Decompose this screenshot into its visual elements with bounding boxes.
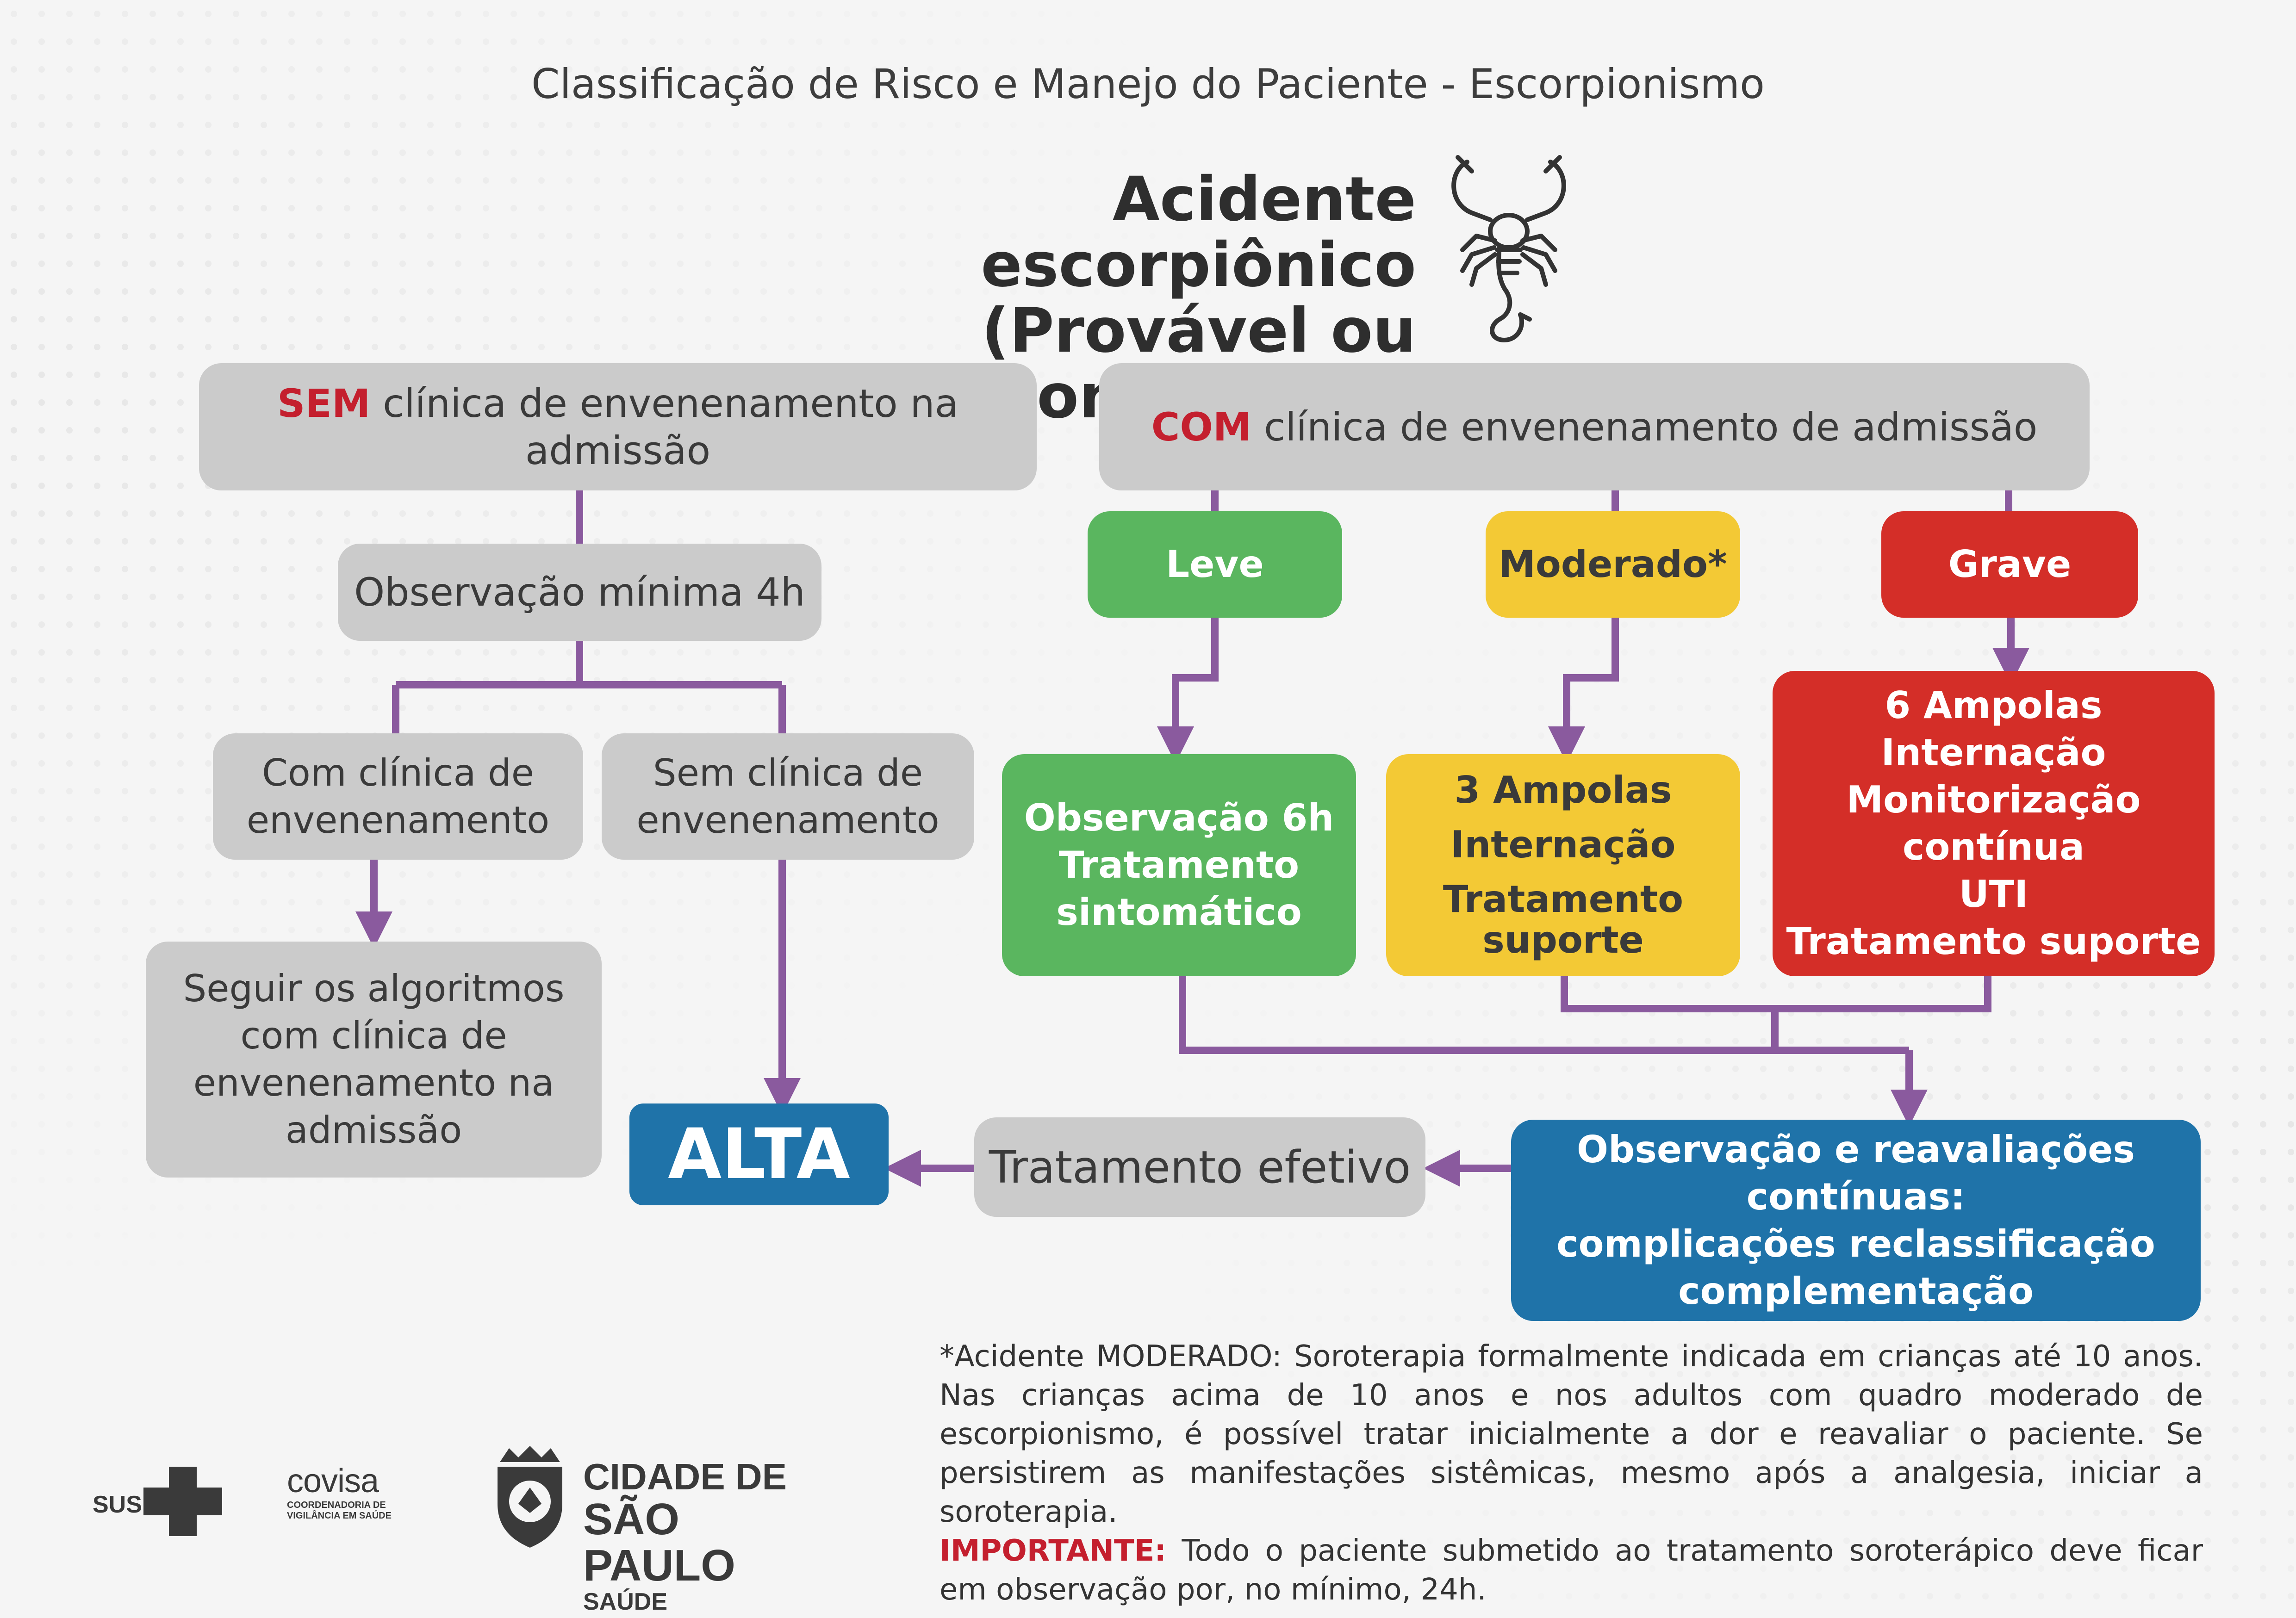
covisa-sub1: COORDENADORIA DE [287,1500,386,1510]
connector-com-to-levels [1211,490,2012,511]
com-keyword: COM [1151,404,1252,450]
arrow-moderado-to-action [1548,618,1619,763]
moderado-action-line4: suporte [1482,918,1644,961]
moderado-action-line3: Tratamento [1443,878,1684,921]
grave-action-line4: UTI [1959,873,2028,916]
leve-action-line1: Observação 6h [1024,796,1334,839]
leve-action-line2: Tratamento [1058,843,1300,886]
effective-treatment-box: Tratamento efetivo [974,1117,1425,1217]
grave-action-line3: Monitorização contínua [1846,778,2141,868]
observation-continuous-line2: complicações reclassificação [1556,1222,2155,1265]
follow-algorithms-box: Seguir os algoritmos com clínica de enve… [146,942,602,1178]
sem-text: clínica de envenenamento na admissão [370,380,959,473]
sem-clinica-box: SEM clínica de envenenamento na admissão [199,363,1037,490]
city-line3: SAÚDE [583,1588,668,1615]
cidade-sao-paulo-logo: CIDADE DE SÃO PAULO SAÚDE [583,1456,842,1615]
grave-action-line1: 6 Ampolas [1885,684,2103,727]
follow-algorithms-line1: Seguir os algoritmos [183,967,565,1010]
leve-action-line3: sintomático [1056,891,1302,934]
sus-logo: SUS [93,1467,227,1536]
page-header: Classificação de Risco e Manejo do Pacie… [531,60,1765,108]
moderado-action-box: 3 Ampolas Internação Tratamento suporte [1386,754,1740,976]
covisa-logo: covisa COORDENADORIA DE VIGILÂNCIA EM SA… [287,1462,426,1536]
level-moderado: Moderado* [1486,511,1740,618]
covisa-logo-text: covisa [287,1463,379,1500]
without-clinic-line1: Sem clínica de [653,751,923,794]
without-clinic-box: Sem clínica de envenenamento [602,733,974,860]
city-line1: CIDADE DE [583,1456,787,1497]
sus-logo-text: SUS [93,1491,142,1518]
city-line2: SÃO PAULO [583,1494,735,1590]
covisa-sub2: VIGILÂNCIA EM SAÚDE [287,1511,392,1521]
com-text: clínica de envenenamento de admissão [1251,404,2038,450]
sus-cross-icon [143,1467,222,1536]
scorpion-icon [1451,155,1566,342]
follow-algorithms-line3: envenenamento na [193,1061,554,1104]
level-grave: Grave [1881,511,2138,618]
footnote-important-label: IMPORTANTE: [940,1534,1166,1568]
moderado-action-line2: Internação [1450,823,1676,866]
grave-action-line2: Internação [1881,731,2106,774]
sao-paulo-coat-of-arms-icon [498,1446,562,1548]
footnote-text: *Acidente MODERADO: Soroterapia formalme… [940,1339,2203,1529]
observation-continuous-line1: Observação e reavaliações contínuas: [1577,1128,2135,1218]
arrow-leve-to-action [1157,618,1219,763]
observation-continuous-box: Observação e reavaliações contínuas: com… [1511,1120,2201,1321]
footnote: *Acidente MODERADO: Soroterapia formalme… [940,1337,2203,1609]
with-clinic-box: Com clínica de envenenamento [213,733,583,860]
moderado-action-line1: 3 Ampolas [1454,769,1672,812]
without-clinic-line2: envenenamento [636,798,940,842]
footnote-important-text: Todo o paciente submetido ao tratamento … [940,1534,2203,1607]
grave-action-box: 6 Ampolas Internação Monitorização contí… [1773,671,2215,976]
alta-box: ALTA [629,1103,889,1205]
level-leve: Leve [1088,511,1342,618]
follow-algorithms-line2: com clínica de [240,1014,507,1057]
com-clinica-box: COM clínica de envenenamento de admissão [1099,363,2090,490]
with-clinic-line1: Com clínica de [262,751,534,794]
sem-keyword: SEM [277,380,371,426]
observation-min-4h-box: Observação mínima 4h [338,544,821,641]
connector-actions-merge [1179,962,1991,1054]
leve-action-box: Observação 6h Tratamento sintomático [1002,754,1356,976]
observation-continuous-line3: complementação [1678,1269,2034,1313]
with-clinic-line2: envenenamento [246,798,550,842]
title-line1: Acidente escorpiônico [981,164,1416,301]
grave-action-line5: Tratamento suporte [1786,920,2201,963]
follow-algorithms-line4: admissão [285,1109,462,1152]
connector-observation-split [392,641,786,733]
